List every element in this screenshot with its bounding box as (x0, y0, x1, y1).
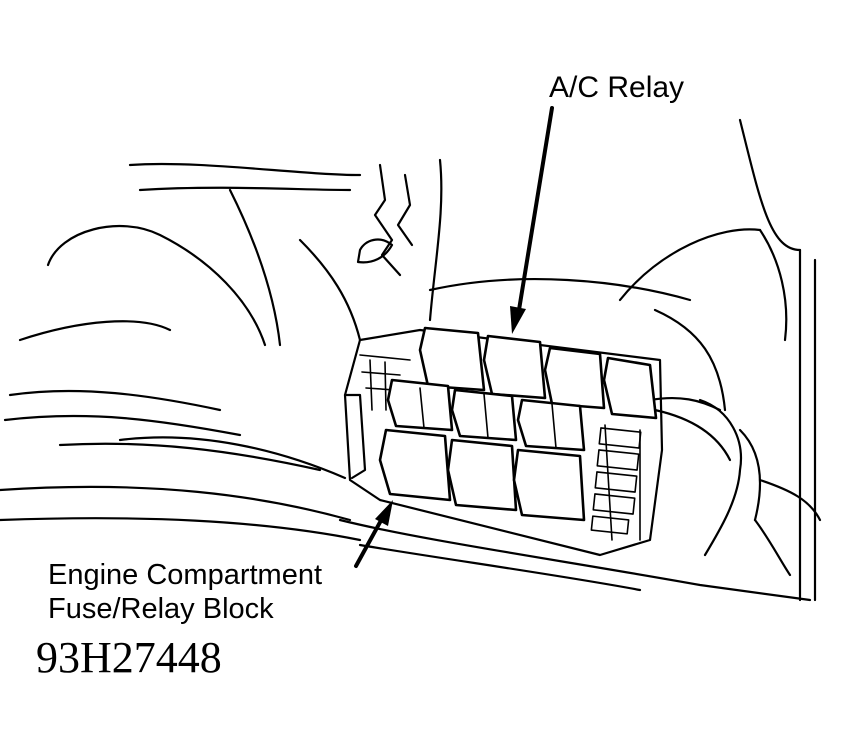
fuse-block-arrow (354, 500, 393, 568)
relay-row-middle (386, 378, 586, 452)
ac-relay-label: A/C Relay (549, 71, 685, 104)
fuse-block-label-line1: Engine Compartment (48, 559, 323, 591)
relay-row-top (418, 326, 658, 420)
relay-row-bottom (378, 428, 586, 522)
fuse-block-label-line2: Fuse/Relay Block (48, 593, 274, 625)
figure-code: 93H27448 (36, 633, 222, 682)
ac-relay (482, 334, 547, 400)
engine-background (0, 118, 822, 602)
ac-relay-arrow (510, 106, 554, 334)
